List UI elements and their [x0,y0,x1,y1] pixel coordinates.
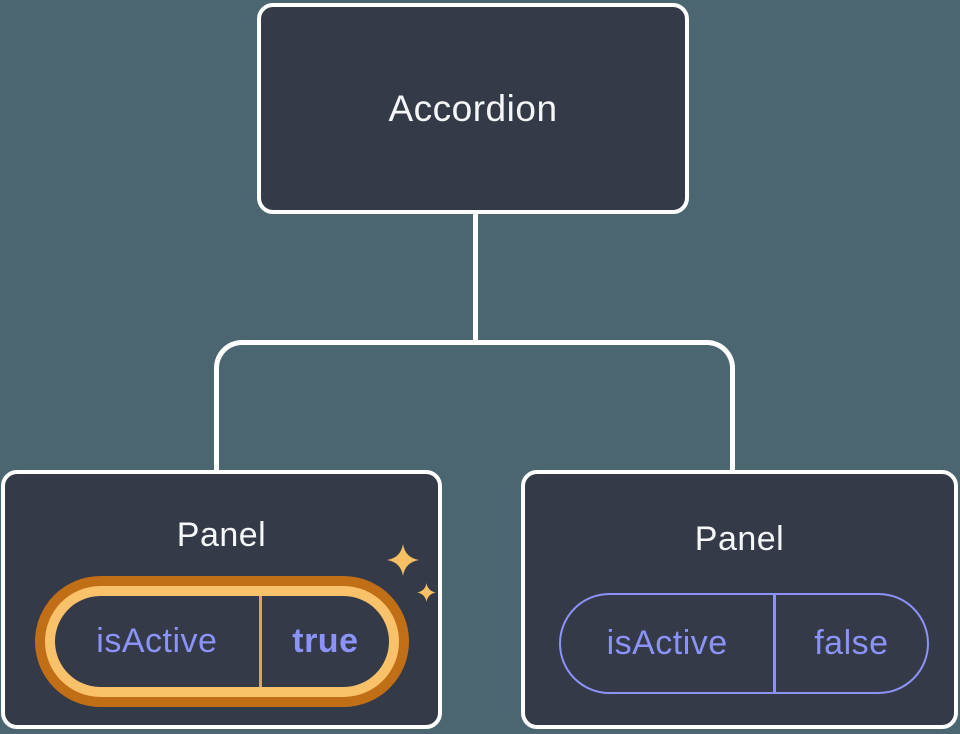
tree-connector-branches [214,340,735,471]
state-prop-name: isActive [96,622,218,660]
accordion-node: Accordion [257,3,689,214]
panel-node-inactive: Panel isActive false [521,470,958,729]
pill-divider [258,596,262,687]
state-prop-value: true [292,622,359,660]
tree-connector-trunk [473,211,478,342]
panel-node-active: Panel isActive true [1,470,442,729]
state-pill-inactive: isActive false [559,593,929,694]
state-prop-value: false [814,624,889,662]
state-prop-name: isActive [606,624,728,662]
panel-title: Panel [176,516,267,554]
sparkle-icon-small [417,583,436,602]
panel-title: Panel [694,520,785,558]
sparkle-icon-large [387,544,419,576]
state-pill-highlight-ring: isActive true [45,586,399,697]
pill-divider [773,595,776,692]
accordion-label: Accordion [388,87,558,129]
state-pill-active: isActive true [35,576,409,707]
